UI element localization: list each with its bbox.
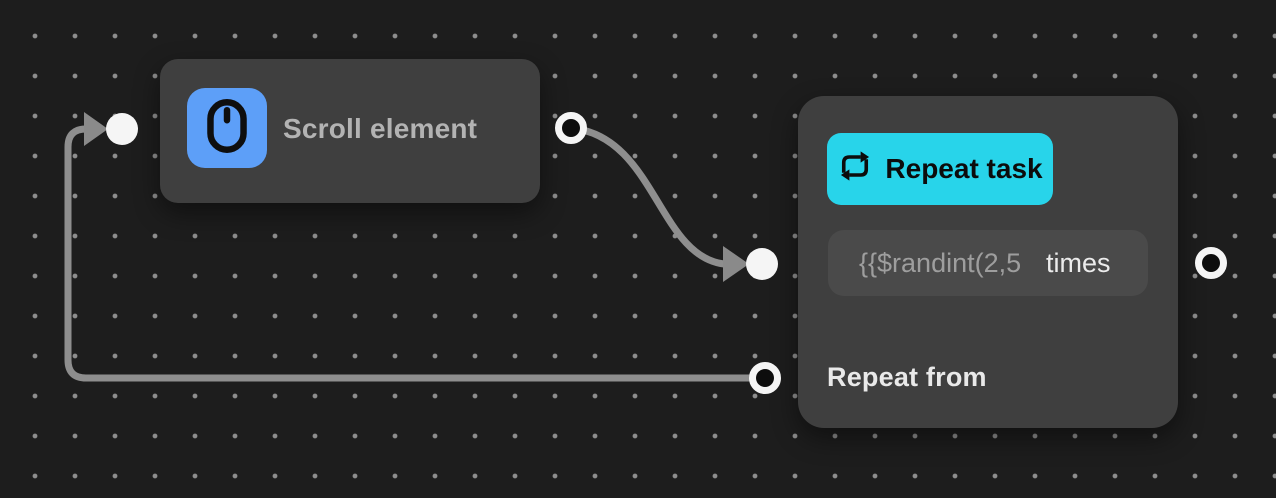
- repeat-task-output-port[interactable]: [1195, 247, 1227, 279]
- repeat-count-input[interactable]: {{$randint(2,5: [859, 247, 1022, 278]
- edge-arrowhead-loop: [84, 112, 108, 146]
- repeat-task-button[interactable]: Repeat task: [827, 133, 1053, 205]
- repeat-from-label: Repeat from: [827, 362, 987, 392]
- repeat-count-field[interactable]: {{$randint(2,5 times: [828, 230, 1148, 296]
- scroll-element-label: Scroll element: [283, 112, 478, 144]
- edge-scroll-to-repeat[interactable]: [570, 124, 725, 268]
- scroll-element-input-port[interactable]: [106, 113, 138, 145]
- repeat-task-button-label: Repeat task: [885, 153, 1043, 184]
- times-suffix-label: times: [1046, 247, 1111, 278]
- node-scroll-element[interactable]: Scroll element: [160, 59, 540, 203]
- repeat-task-input-port[interactable]: [746, 248, 778, 280]
- node-repeat-task[interactable]: Repeat task {{$randint(2,5 times Repeat …: [798, 96, 1178, 428]
- edge-repeat-from-loop[interactable]: [64, 125, 755, 382]
- edge-arrowhead-right: [723, 246, 749, 282]
- scroll-element-output-port[interactable]: [555, 112, 587, 144]
- repeat-icon: [837, 149, 873, 190]
- mouse-icon-tile: [187, 88, 267, 168]
- repeat-from-output-port[interactable]: [749, 362, 781, 394]
- mouse-icon: [204, 97, 250, 160]
